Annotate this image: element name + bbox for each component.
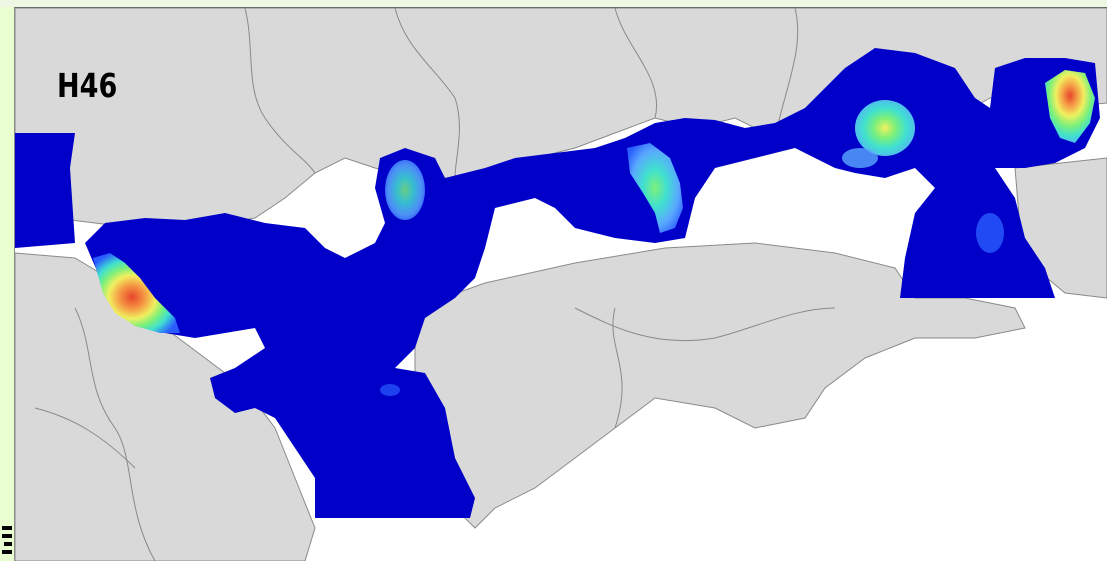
hotspot-harima-nada (855, 100, 915, 156)
hotspot-kii-channel (976, 213, 1004, 253)
hotspot-suo-nada (93, 253, 180, 333)
land-shikoku (414, 242, 1026, 529)
concentration-map (15, 8, 1107, 561)
hotspot-osaka-bay (1045, 70, 1095, 143)
hotspot-hiroshima-bay (385, 160, 425, 220)
map-label: H46 (57, 66, 118, 105)
hotspot-iyo-nada (380, 384, 400, 396)
top-strip (0, 0, 1107, 7)
sea-domain-main (15, 48, 1100, 518)
cropped-glyph (0, 520, 14, 560)
map-frame: H46 (14, 7, 1107, 561)
hotspot-harima-nada-south (842, 148, 878, 168)
hotspot-bingo-nada (627, 143, 683, 233)
